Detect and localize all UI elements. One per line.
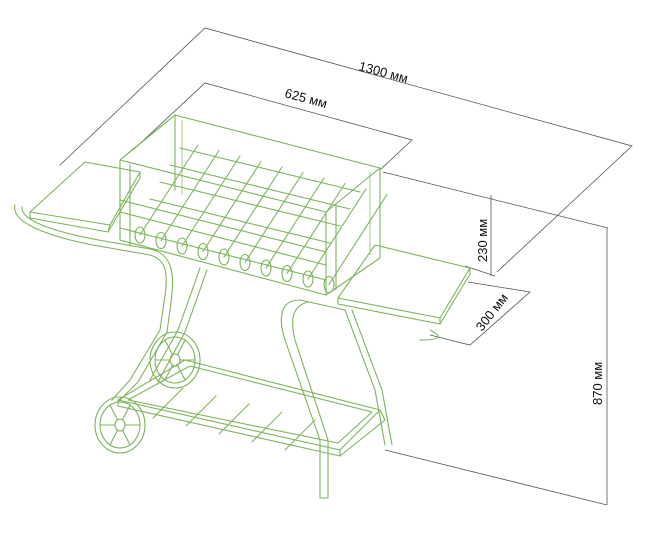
wheel-spoke	[176, 364, 186, 381]
skewer-grid	[134, 144, 388, 294]
skewer	[202, 160, 262, 253]
skewer	[307, 188, 367, 280]
skewer	[160, 149, 220, 242]
grate-rail	[179, 147, 361, 193]
skewer-handle	[239, 253, 251, 272]
skewer-handle	[260, 259, 272, 277]
dim-line-1300	[59, 27, 633, 273]
shelf-bar	[185, 395, 217, 427]
cart-frame	[14, 204, 439, 499]
label-870: 870 мм	[590, 362, 605, 405]
shelf-bar	[251, 411, 283, 443]
dim-line-625	[132, 82, 413, 171]
skewer	[223, 166, 283, 258]
skewer-handle	[134, 226, 146, 244]
skewer	[244, 171, 304, 264]
skewer	[328, 193, 388, 286]
skewer-handle	[281, 264, 293, 283]
skewer	[265, 177, 325, 269]
grill-drawing	[14, 114, 471, 499]
front-wheel	[94, 396, 146, 454]
dimension-lines	[59, 27, 633, 506]
grate-rail	[149, 198, 331, 244]
label-230: 230 мм	[475, 219, 490, 262]
dim-extension-top	[382, 171, 609, 229]
skewer-handle	[176, 237, 188, 255]
skewer-handle	[218, 248, 230, 266]
dim-line-300	[429, 281, 531, 346]
wheel-spoke	[109, 404, 119, 421]
wheel-spoke	[176, 339, 186, 356]
wheel-spoke	[164, 339, 174, 356]
wheel-spoke	[121, 404, 131, 421]
skewer	[286, 182, 346, 275]
rear-wheel	[149, 331, 201, 389]
wheel-spoke	[121, 429, 131, 446]
skewer-handle	[323, 275, 335, 294]
skewer	[139, 144, 199, 236]
shelf-bar	[284, 419, 316, 451]
wheel-spoke	[164, 364, 174, 381]
label-625: 625 мм	[283, 85, 329, 111]
shelf-bar	[152, 387, 184, 419]
dim-extension-bottom	[384, 449, 608, 506]
grate-rail	[159, 181, 341, 227]
skewer-handle	[197, 242, 209, 261]
left-side-table	[29, 161, 141, 233]
shelf-bar	[218, 403, 250, 435]
label-1300: 1300 мм	[357, 58, 410, 86]
wheel-spoke	[109, 429, 119, 446]
skewer-handle	[155, 231, 167, 250]
bottom-shelf	[117, 359, 386, 457]
right-side-table	[337, 244, 471, 325]
skewer	[181, 155, 241, 247]
skewer-handle	[302, 270, 314, 288]
label-300: 300 мм	[473, 291, 511, 334]
grate-rail	[169, 164, 351, 210]
shelf-bars	[152, 387, 316, 451]
